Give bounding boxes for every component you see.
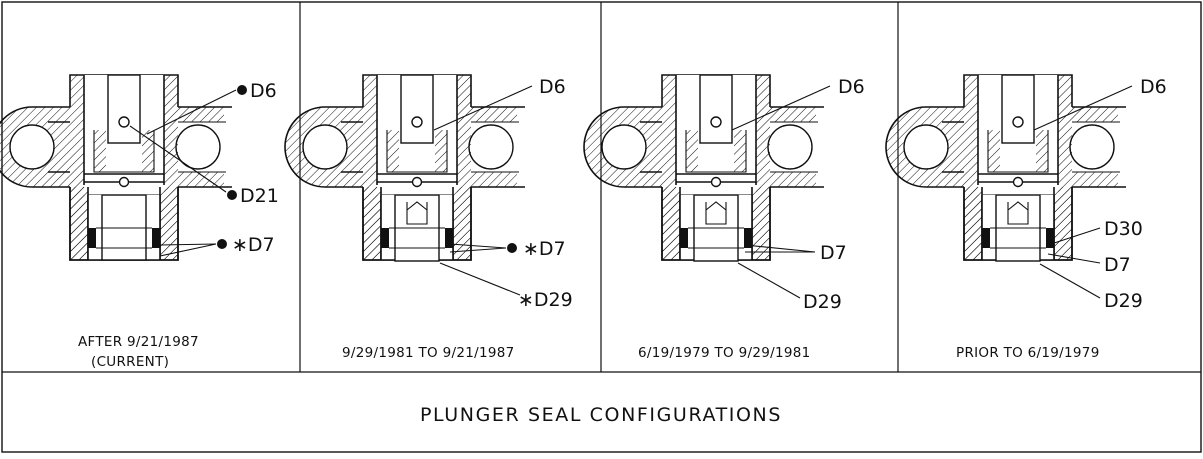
part-label-d6: D6: [1140, 76, 1167, 98]
part-label-d21: D21: [240, 185, 279, 207]
valve-section-drawing: [583, 74, 825, 262]
drawing-title: PLUNGER SEAL CONFIGURATIONS: [420, 404, 782, 426]
part-label-d7: D7: [820, 242, 847, 264]
panel-1979-1981: D6 D7 D29 6/19/1979 TO 9/29/1981: [583, 74, 865, 361]
valve-section-drawing: [284, 74, 526, 262]
part-label-d30: D30: [1104, 218, 1143, 240]
marker-dot: [227, 190, 237, 200]
part-label-d29: ∗D29: [518, 289, 573, 311]
panel-caption-sub: (CURRENT): [91, 354, 169, 370]
panel-caption: PRIOR TO 6/19/1979: [956, 345, 1100, 361]
part-label-d29: D29: [1104, 290, 1143, 312]
part-label-d7: D7: [1104, 254, 1131, 276]
panel-prior-1979: D6 D30 D7 D29 PRIOR TO 6/19/1979: [885, 74, 1167, 361]
part-label-d6: D6: [539, 76, 566, 98]
panel-1981-1987: D6 ∗D7 ∗D29 9/29/1981 TO 9/21/1987: [284, 74, 573, 361]
part-label-d6: D6: [838, 76, 865, 98]
panel-caption: 6/19/1979 TO 9/29/1981: [638, 345, 811, 361]
part-label-d6: D6: [250, 80, 277, 102]
marker-dot: [237, 85, 247, 95]
part-label-d29: D29: [803, 291, 842, 313]
panel-after-1987: D6 D21 ∗D7 AFTER 9/21/1987 (CURRENT): [0, 74, 279, 370]
marker-dot: [217, 239, 227, 249]
part-label-d7: ∗D7: [523, 238, 566, 260]
part-label-d7: ∗D7: [232, 234, 275, 256]
valve-section-drawing: [0, 74, 233, 261]
marker-dot: [507, 243, 517, 253]
valve-section-drawing: [885, 74, 1127, 262]
panel-caption: 9/29/1981 TO 9/21/1987: [342, 345, 515, 361]
panel-caption: AFTER 9/21/1987: [78, 334, 199, 350]
